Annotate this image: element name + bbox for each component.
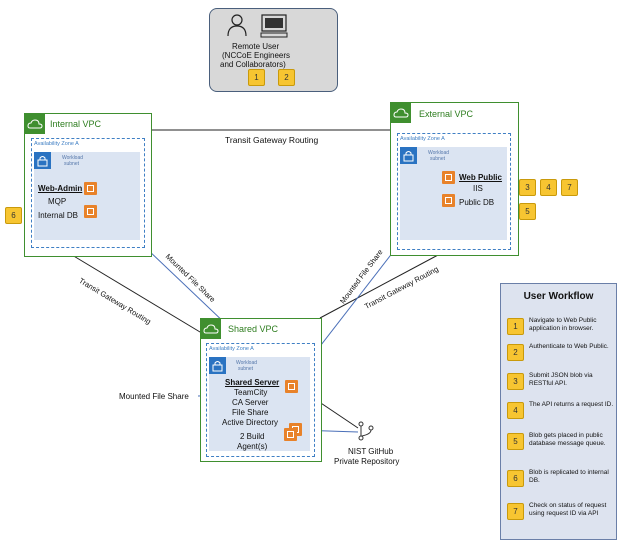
badge-3: 3 [519,179,536,196]
external-server-icon [442,171,455,184]
workflow-title: User Workflow [523,291,594,302]
remote-user-box: Remote User (NCCoE Engineers and Collabo… [209,8,338,92]
workflow-badge: 7 [507,503,524,520]
workflow-step-text: Check on status of request using request… [529,502,607,517]
user-icon [227,14,247,37]
shared-agents-2: Agent(s) [237,442,268,451]
workflow-step-text: The API returns a request ID. [529,401,614,408]
user-workflow-panel: User Workflow 1 Navigate to Web Public a… [500,283,617,540]
internal-vpc: Internal VPC Availability Zone A Workloa… [24,113,152,257]
internal-az: Availability Zone A Workload subnet Web-… [31,138,145,248]
github-label-2: Private Repository [334,457,400,466]
workflow-badge: 6 [507,470,524,487]
workflow-step-text: Blob is replicated to internal DB. [529,469,609,484]
external-db-icon [442,194,455,207]
share-label-external: Mounted File Share [119,392,189,401]
external-service: IIS [473,184,483,193]
internal-service: MQP [48,197,67,206]
external-subnet-label-2: subnet [430,156,446,162]
workflow-step-text: Blob gets placed in public database mess… [529,432,606,447]
shared-az-label: Availability Zone A [209,346,254,352]
external-vpc-title: External VPC [419,109,474,119]
badge-7: 7 [561,179,578,196]
internal-db-icon [84,205,97,218]
shared-service-ad: Active Directory [222,418,279,427]
external-server-name: Web Public [459,173,502,182]
lock-icon [34,152,51,169]
internal-subnet-label-2: subnet [64,161,80,167]
build-agent-icon [284,428,297,441]
shared-subnet: Workload subnet Shared Server TeamCity C… [209,357,310,451]
shared-service-fileshare: File Share [232,408,269,417]
badge-5: 5 [519,203,536,220]
remote-user-sub1: (NCCoE Engineers [222,51,291,60]
github-label-1: NIST GitHub [348,447,394,456]
workflow-step-text: Submit JSON blob via RESTful API. [529,372,593,387]
external-db: Public DB [459,198,495,207]
internal-subnet-label-1: Workload [62,155,84,161]
git-branch-icon [358,421,374,441]
badge-6: 6 [5,207,22,224]
internal-az-label: Availability Zone A [34,141,79,147]
external-subnet: Workload subnet Web Public IIS Public DB [400,147,507,240]
workflow-badge: 2 [507,344,524,361]
shared-service-ca: CA Server [232,398,269,407]
shared-agents-1: 2 Build [240,432,265,441]
shared-vpc-title: Shared VPC [228,324,279,334]
workflow-step-text: Authenticate to Web Public. [529,343,609,350]
vpc-cloud-icon [25,114,45,134]
tgw-line-right [319,254,439,319]
shared-subnet-label-1: Workload [236,360,258,366]
workflow-badge: 1 [507,318,524,335]
shared-server-name: Shared Server [225,378,280,387]
external-az: Availability Zone A Workload subnet Web … [397,133,511,250]
workflow-badge: 4 [507,402,524,419]
external-az-label: Availability Zone A [400,136,445,142]
workflow-step-text: Navigate to Web Public application in br… [529,317,597,332]
shared-service-teamcity: TeamCity [234,388,268,397]
remote-user-label: Remote User [232,42,280,51]
vpc-cloud-icon [201,319,221,339]
lock-icon [209,357,226,374]
internal-subnet: Workload subnet Web-Admin MQP Internal D… [34,152,140,240]
badge-4: 4 [540,179,557,196]
lock-icon [400,147,417,164]
shared-az: Availability Zone A Workload subnet Shar… [206,343,315,457]
remote-user-sub2: and Collaborators) [220,60,286,69]
tgw-line-left [71,254,211,339]
internal-server-icon [84,182,97,195]
badge-2: 2 [278,69,295,86]
external-vpc: External VPC Availability Zone A Workloa… [390,102,519,256]
tgw-label-top: Transit Gateway Routing [225,135,319,145]
internal-db: Internal DB [38,211,79,220]
shared-vpc: Shared VPC Availability Zone A Workload … [200,318,322,462]
badge-1: 1 [248,69,265,86]
workflow-badge: 3 [507,373,524,390]
workflow-badge: 5 [507,433,524,450]
internal-vpc-title: Internal VPC [50,119,102,129]
vpc-cloud-icon [391,103,411,123]
shared-subnet-label-2: subnet [238,366,254,372]
shared-server-icon [285,380,298,393]
external-subnet-label-1: Workload [428,150,450,156]
computer-icon [260,14,288,38]
internal-server-name: Web-Admin [38,184,83,193]
